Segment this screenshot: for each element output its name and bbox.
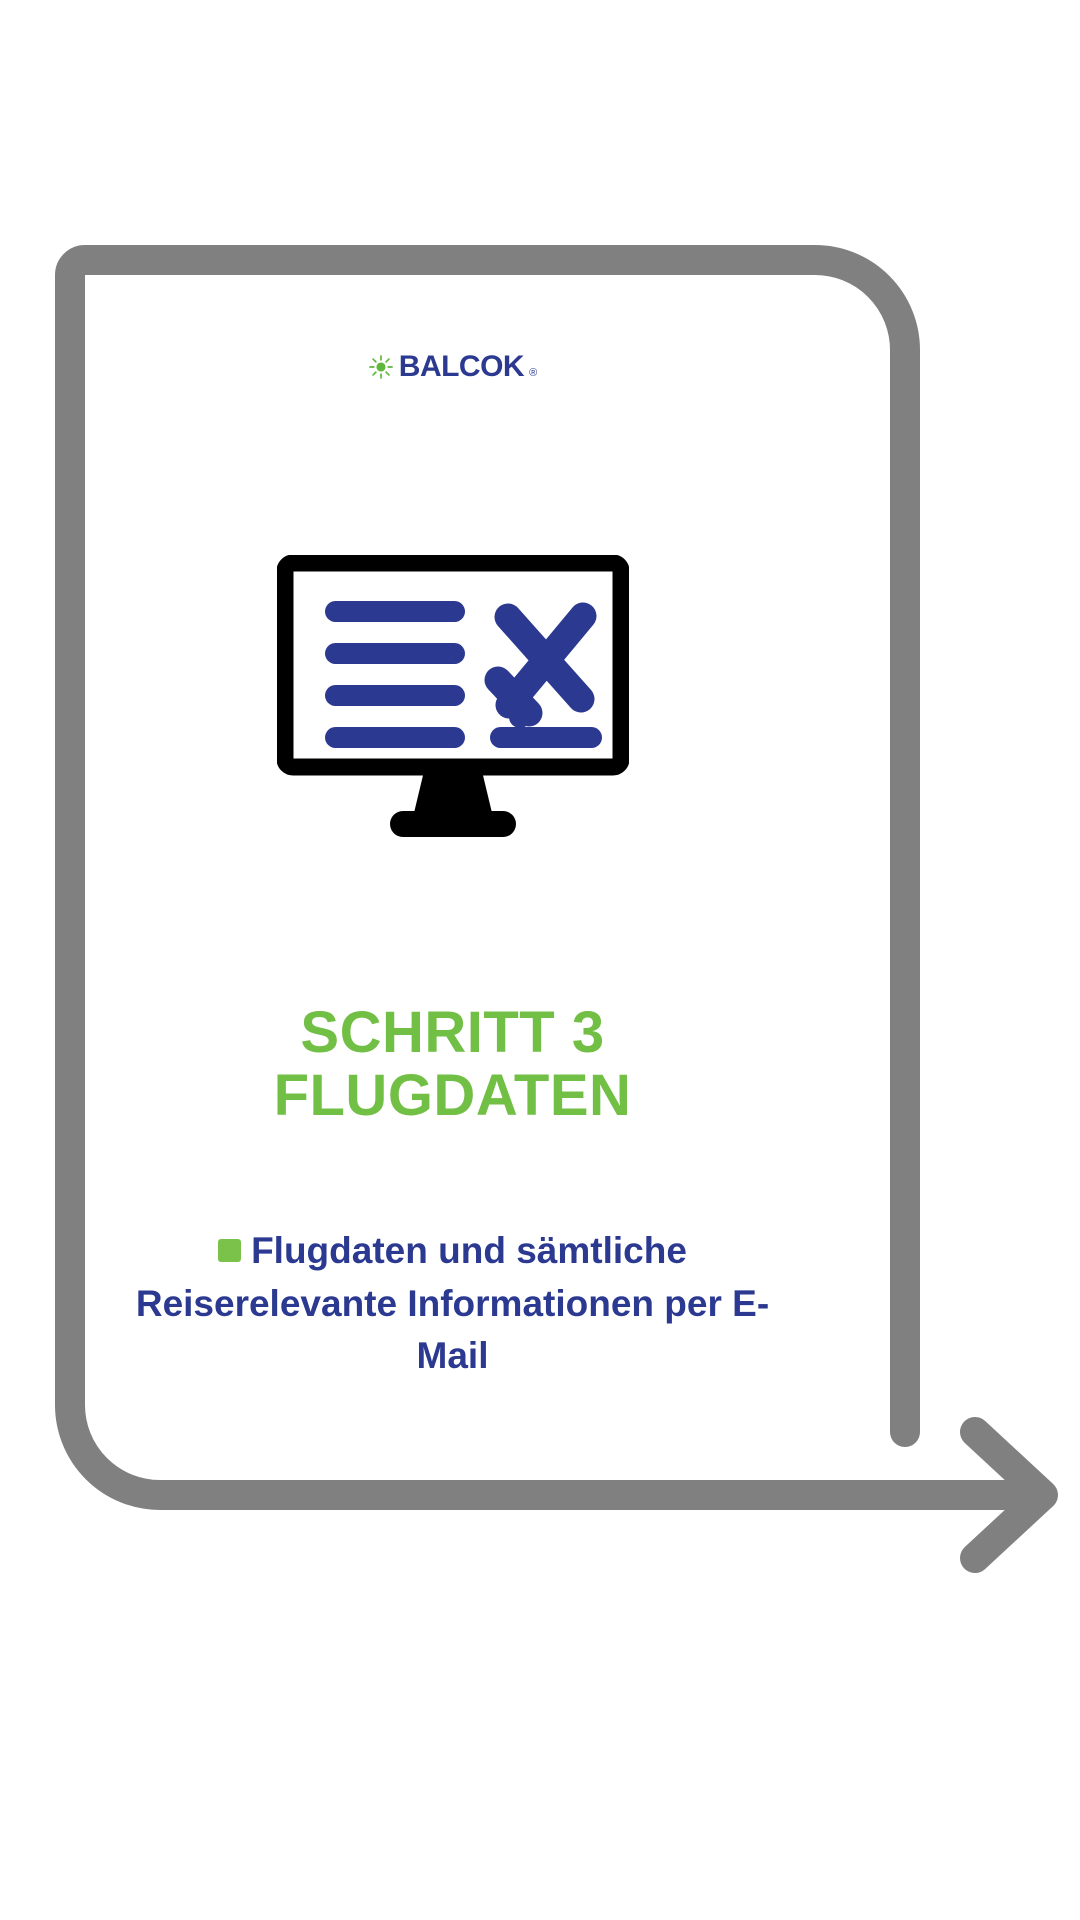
screen-content [324, 601, 602, 748]
heading-line-2: FLUGDATEN [273, 1062, 632, 1128]
sunburst-icon [368, 355, 393, 379]
description-text: Flugdaten und sämtliche Reiserelevante I… [135, 1230, 770, 1377]
text-line-4 [324, 727, 465, 748]
registered-trademark-symbol: ® [529, 367, 538, 379]
text-line-5 [489, 727, 602, 748]
text-line-2 [324, 643, 465, 664]
bullet-square-icon [218, 1239, 242, 1262]
arrow-head-icon [960, 1417, 1058, 1573]
heading-line-1: SCHRITT 3 [300, 1000, 605, 1065]
monitor-stand-base [389, 811, 516, 837]
description-paragraph: Flugdaten und sämtliche Reiserelevante I… [115, 1225, 790, 1383]
airplane-icon [484, 602, 596, 727]
step-heading: SCHRITT 3 FLUGDATEN [0, 1000, 905, 1128]
brand-logo: BALCOK ® [0, 352, 905, 382]
description-block: Flugdaten und sämtliche Reiserelevante I… [115, 1188, 790, 1420]
illustration-container [0, 555, 905, 845]
monitor-flight-info-icon [276, 555, 629, 837]
text-line-3 [324, 685, 465, 706]
logo-wordmark: BALCOK [398, 350, 525, 383]
monitor-stand-neck [412, 767, 493, 817]
text-line-1 [324, 601, 465, 622]
